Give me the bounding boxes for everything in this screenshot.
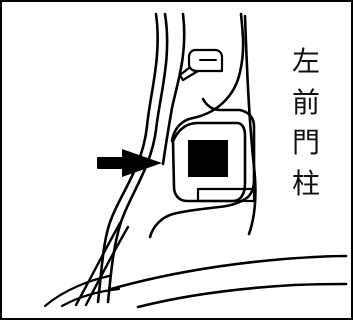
black-square-label (188, 140, 228, 177)
pillar-main-panel (171, 121, 247, 203)
top-clip (187, 48, 224, 73)
pillar-inner-edge-1 (161, 12, 186, 166)
caption-char-4: 柱 (291, 166, 320, 200)
top-clip-hook (178, 66, 200, 82)
right-arrow-icon (97, 149, 162, 177)
caption-char-2: 前 (291, 85, 320, 119)
caption-vertical-text: 左 前 門 柱 (278, 42, 334, 204)
caption-char-1: 左 (291, 45, 320, 78)
pillar-lower-panel (148, 97, 256, 239)
left-lower-curve-2 (84, 225, 130, 307)
left-lower-curve-1 (74, 221, 122, 307)
caption-char-3: 門 (291, 126, 320, 160)
pillar-outer-edge-2 (106, 12, 169, 304)
left-lower-curve-4 (60, 287, 121, 308)
pillar-right-edge (243, 14, 257, 236)
left-lower-curve-3 (43, 274, 111, 308)
pillar-bottom-edge-2 (136, 282, 348, 309)
pillar-inner-edge-2 (170, 12, 245, 143)
pillar-bottom-edge (109, 254, 348, 291)
lower-rectangle (196, 187, 256, 203)
